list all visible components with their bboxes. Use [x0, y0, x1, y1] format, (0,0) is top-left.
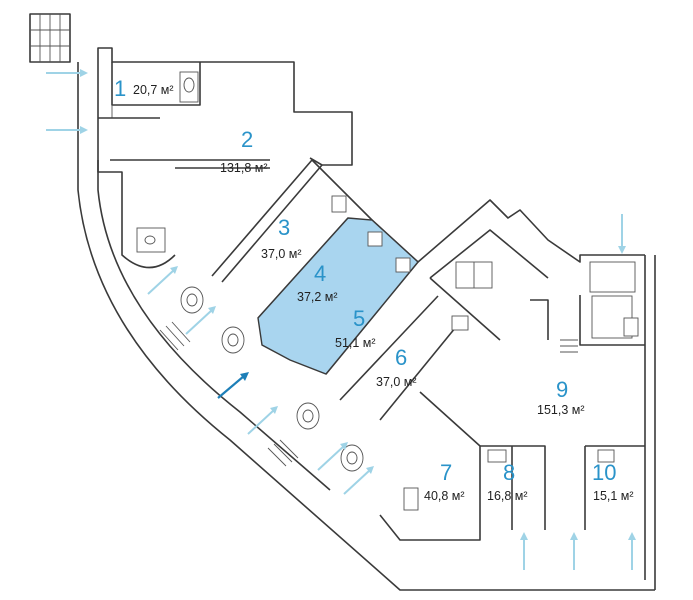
- room-number-5: 5: [353, 306, 365, 331]
- outer-facade: [77, 62, 656, 591]
- room-label-7[interactable]: 7 40,8 м²: [424, 460, 465, 503]
- room-label-9[interactable]: 9 151,3 м²: [537, 377, 585, 417]
- room-label-5[interactable]: 5 51,1 м²: [335, 306, 376, 350]
- room-area-2: 131,8 м²: [220, 161, 268, 175]
- room-number-7: 7: [440, 460, 452, 485]
- room-area-9: 151,3 м²: [537, 403, 585, 417]
- room-area-10: 15,1 м²: [593, 489, 634, 503]
- room-label-3[interactable]: 3 37,0 м²: [261, 215, 302, 261]
- room-area-4: 37,2 м²: [297, 290, 338, 304]
- room-number-9: 9: [556, 377, 568, 402]
- room-area-1: 20,7 м²: [133, 83, 174, 97]
- room-label-2[interactable]: 2 131,8 м²: [220, 127, 268, 175]
- facade-steps: [159, 321, 578, 467]
- room-number-8: 8: [503, 460, 515, 485]
- room-area-6: 37,0 м²: [376, 375, 417, 389]
- room-number-2: 2: [241, 127, 253, 152]
- room-area-3: 37,0 м²: [261, 247, 302, 261]
- room-area-5: 51,1 м²: [335, 336, 376, 350]
- room-number-4: 4: [314, 261, 326, 286]
- corridor-columns: [180, 286, 364, 472]
- terrace-block: [29, 13, 71, 63]
- room-number-3: 3: [278, 215, 290, 240]
- room-label-4[interactable]: 4 37,2 м²: [297, 261, 338, 304]
- room-number-6: 6: [395, 345, 407, 370]
- room-area-7: 40,8 м²: [424, 489, 465, 503]
- entrance-arrows: [46, 69, 636, 570]
- room-number-1: 1: [114, 76, 126, 101]
- building-outline: [97, 47, 645, 541]
- room-label-10[interactable]: 10 15,1 м²: [592, 460, 634, 503]
- room-label-8[interactable]: 8 16,8 м²: [487, 460, 528, 503]
- room-label-1[interactable]: 1 20,7 м²: [114, 76, 174, 101]
- room-label-6[interactable]: 6 37,0 м²: [376, 345, 417, 389]
- fixtures: [136, 71, 639, 511]
- room-number-10: 10: [592, 460, 616, 485]
- room-4-highlight[interactable]: [257, 217, 419, 375]
- room-area-8: 16,8 м²: [487, 489, 528, 503]
